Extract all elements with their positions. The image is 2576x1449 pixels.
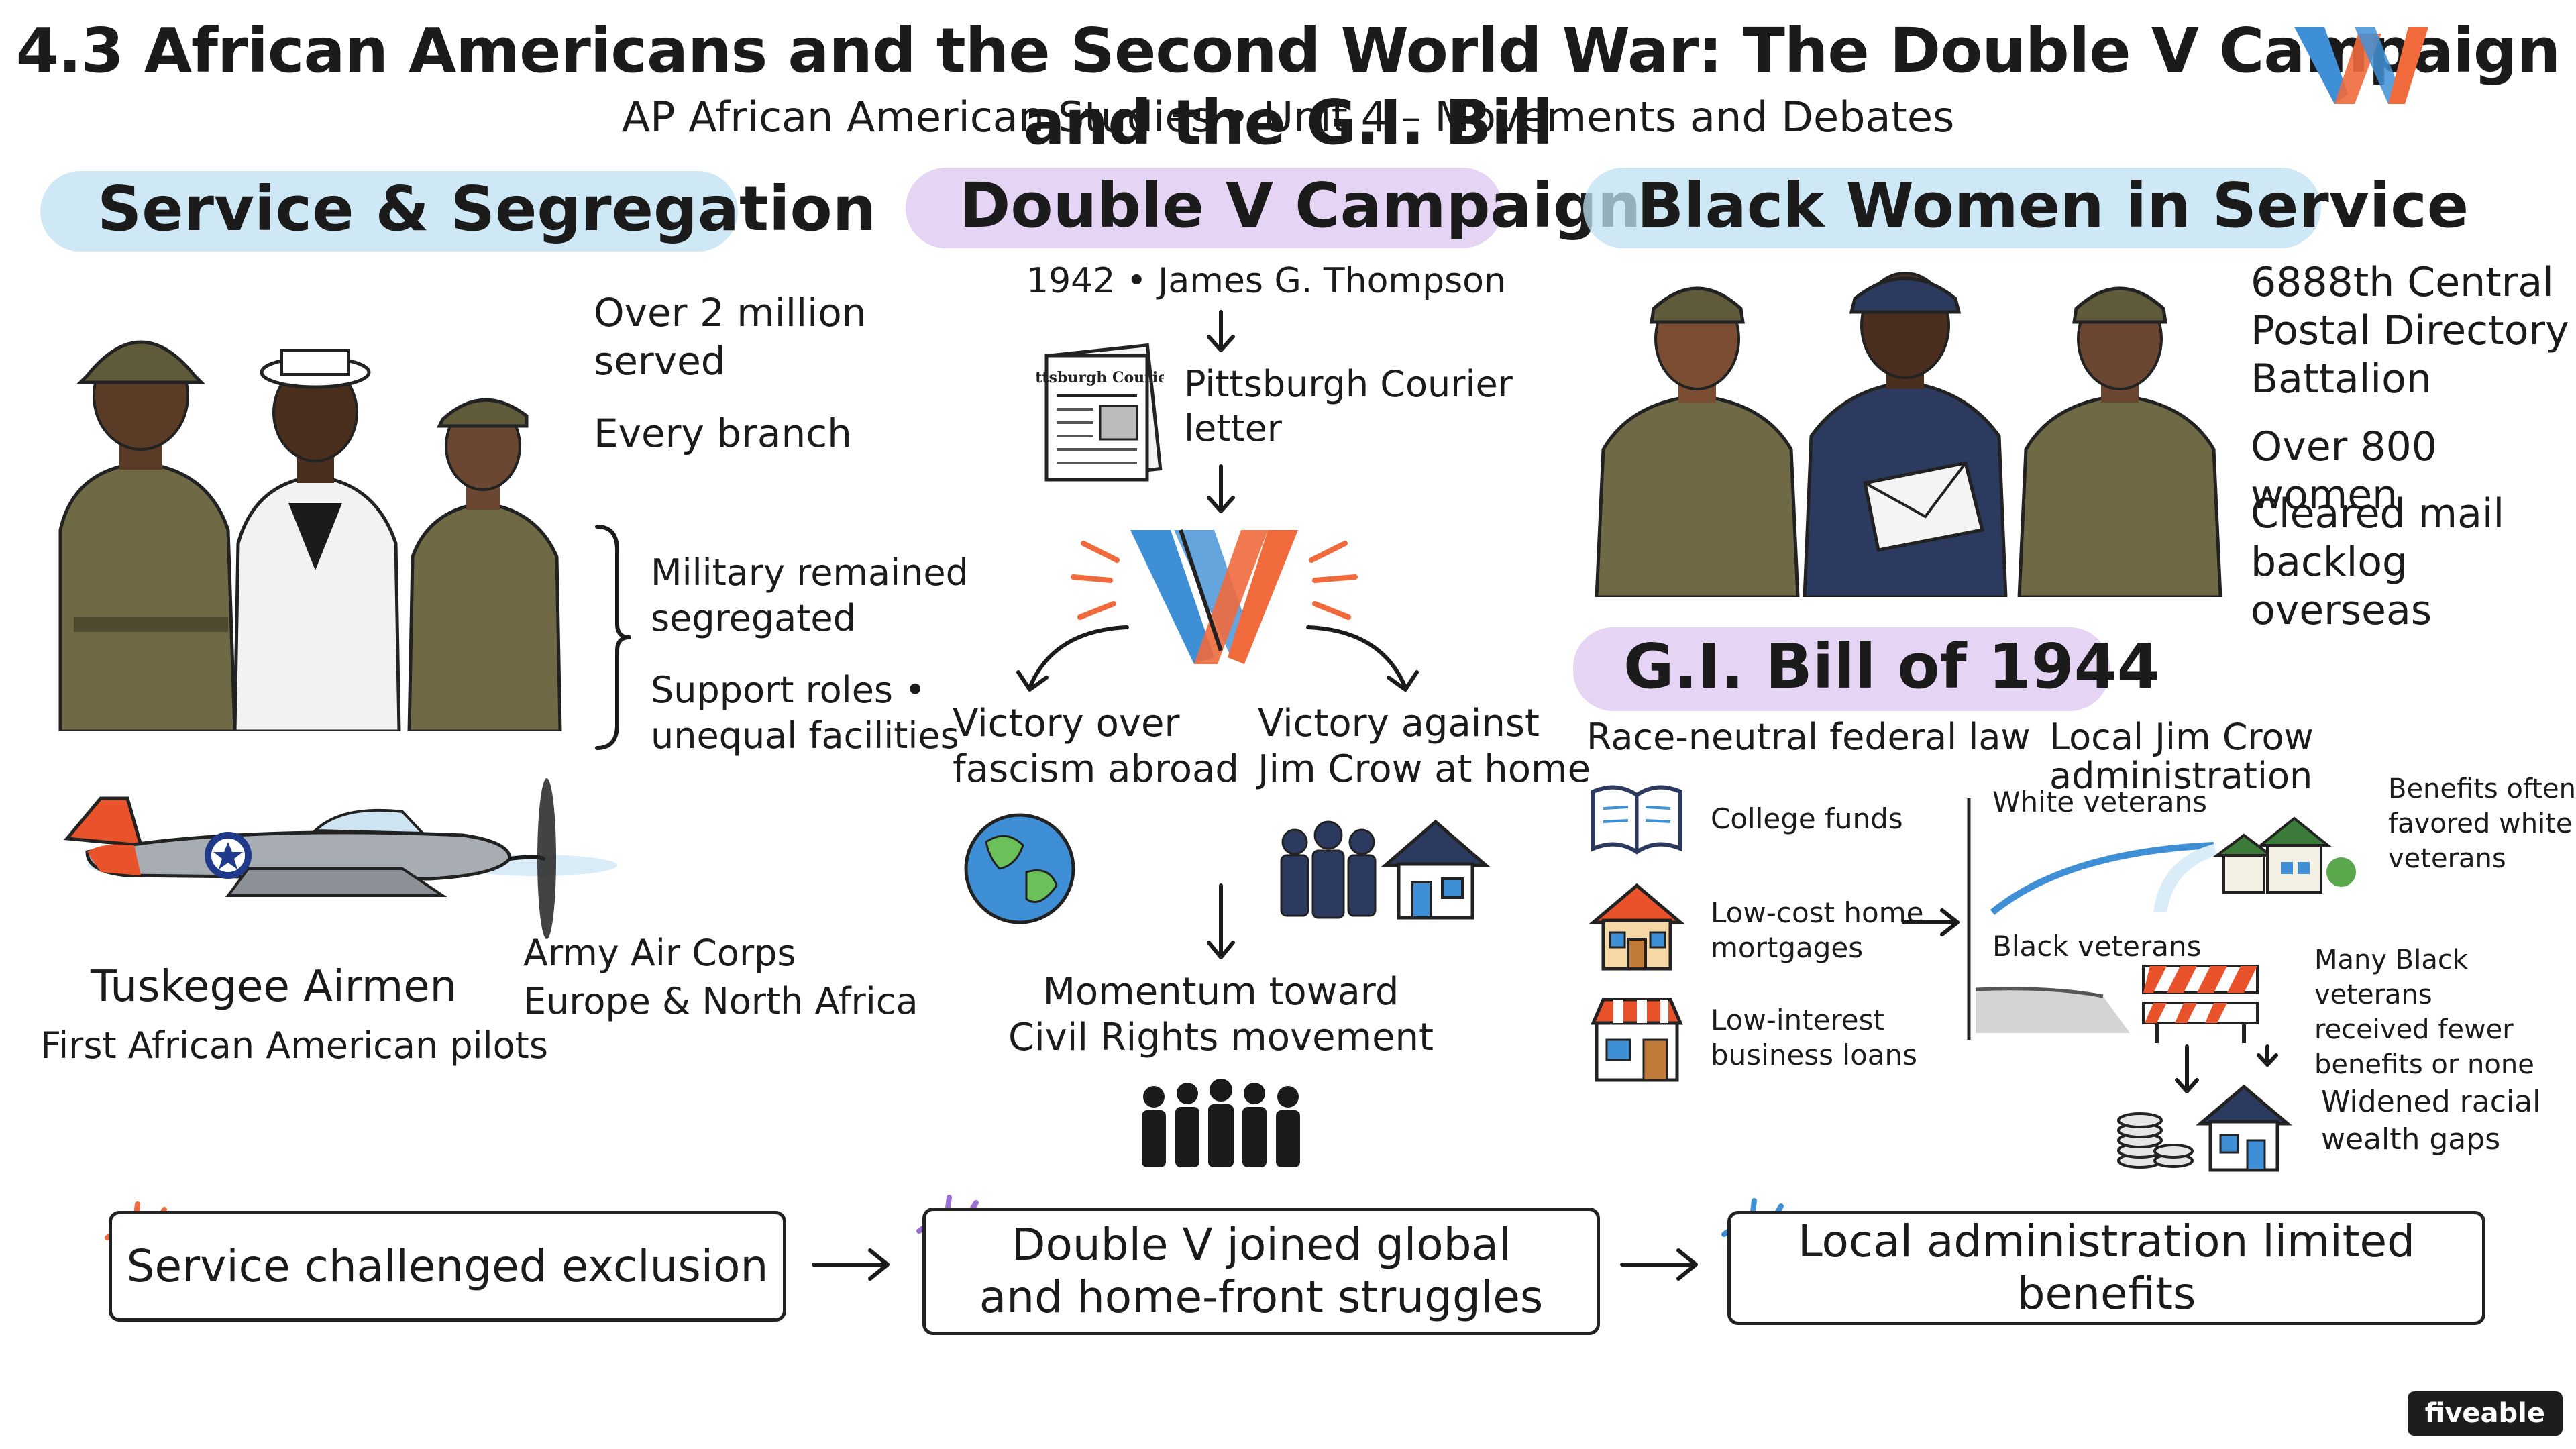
arrow-right-icon [1620,1248,1698,1281]
curved-arrow-left-icon [1016,625,1129,692]
double-v-heading: Double V Campaign [959,170,1642,241]
white-benefit-text: Benefits often favored white veterans [2388,773,2576,874]
served-text: Over 2 million served [594,290,867,384]
woman-soldier-icon [407,398,562,731]
bracket-icon [595,525,631,750]
letter-text: Pittsburgh Courier letter [1184,363,1513,449]
newspaper-masthead: Pittsburgh Courier [1036,369,1164,386]
service-heading: Service & Segregation [97,173,877,245]
roadblock-barrier-icon [2142,965,2259,1043]
home-icon [1589,883,1685,971]
heading-highlight [40,171,738,252]
woman-soldier-icon [2017,286,2222,597]
segregated-text: Military remained segregated [651,551,969,639]
women-heading: Black Women in Service [1637,170,2469,241]
people-group-icon [1280,820,1377,919]
heading-highlight [1573,627,2110,711]
navy-woman-officer-icon [1803,272,2008,597]
momentum-text: Momentum toward Civil Rights movement [1008,970,1434,1059]
double-v-logo-icon [2294,27,2428,104]
local-admin-text: Local Jim Crow administration [2049,716,2314,797]
newspaper-icon: Pittsburgh Courier [1036,343,1164,482]
soldiers-illustration [58,340,562,731]
support-roles-text: Support roles • unequal facilities [651,669,959,757]
fiveable-logo: fiveable [2407,1391,2563,1436]
arrow-down-icon [1207,310,1235,352]
every-branch-text: Every branch [594,411,852,456]
victory-abroad-text: Victory over fascism abroad [953,702,1239,791]
black-benefit-text: Many Black veterans received fewer benef… [2314,945,2534,1080]
small-house-icon [2196,1084,2292,1172]
black-veterans-path-icon [1975,965,2259,1043]
arrow-right-icon [1902,908,1960,936]
wealth-gap-text: Widened racial wealth gaps [2321,1085,2541,1157]
benefit-mortgage: Low-cost home mortgages [1711,896,1924,964]
tuskegee-subtitle: First African American pilots [40,1024,548,1067]
navy-sailor-icon [233,349,401,731]
summary-box-double-v: Double V joined global and home-front st… [922,1208,1600,1335]
women-soldiers-illustration [1595,272,2222,597]
arrow-down-icon [1207,883,1235,959]
benefit-college: College funds [1711,802,1903,835]
army-soldier-icon [58,340,237,731]
house-icon [1381,819,1491,920]
race-neutral-text: Race-neutral federal law [1587,716,2031,758]
mail-backlog-text: Cleared mail backlog overseas [2251,490,2505,634]
p51-plane-icon [64,778,617,939]
double-v-center-logo-icon [1071,529,1358,664]
suburban-homes-icon [2213,816,2356,894]
gi-bill-heading: G.I. Bill of 1944 [1623,631,2160,702]
aircorps-text: Army Air Corps Europe & North Africa [523,932,918,1022]
women-count-text: Over 800 women [2251,423,2437,519]
heading-highlight [906,168,1503,248]
shop-icon [1591,998,1683,1082]
summary-box-local-admin: Local administration limited benefits [1727,1211,2485,1325]
book-icon [1591,785,1682,855]
white-veterans-path-icon [1990,816,2356,915]
page-title: 4.3 African Americans and the Second Wor… [15,15,2561,158]
white-veterans-label: White veterans [1992,786,2207,818]
arrows-down-icon [2175,1044,2278,1093]
victory-home-text: Victory against Jim Crow at home [1258,702,1591,791]
double-v-origin: 1942 • James G. Thompson [1026,261,1506,301]
arrow-right-icon [812,1248,890,1281]
heading-highlight [1583,168,2321,248]
benefit-loans: Low-interest business loans [1711,1004,1918,1071]
curved-arrow-right-icon [1306,625,1419,692]
battalion-text: 6888th Central Postal Directory Battalio… [2251,259,2569,402]
crowd-icon [1142,1079,1300,1167]
page-subtitle: AP African American Studies • Unit 4 – M… [621,93,1955,142]
divider-line [1967,798,1971,1040]
summary-box-service: Service challenged exclusion [109,1211,786,1322]
tuskegee-title: Tuskegee Airmen [91,962,458,1012]
coins-icon [2117,1112,2194,1169]
woman-soldier-icon [1595,286,1800,597]
coins-and-house-icon [2117,1084,2292,1172]
arrow-down-icon [1207,464,1235,513]
black-veterans-label: Black veterans [1992,930,2202,963]
globe-icon [964,813,1075,924]
